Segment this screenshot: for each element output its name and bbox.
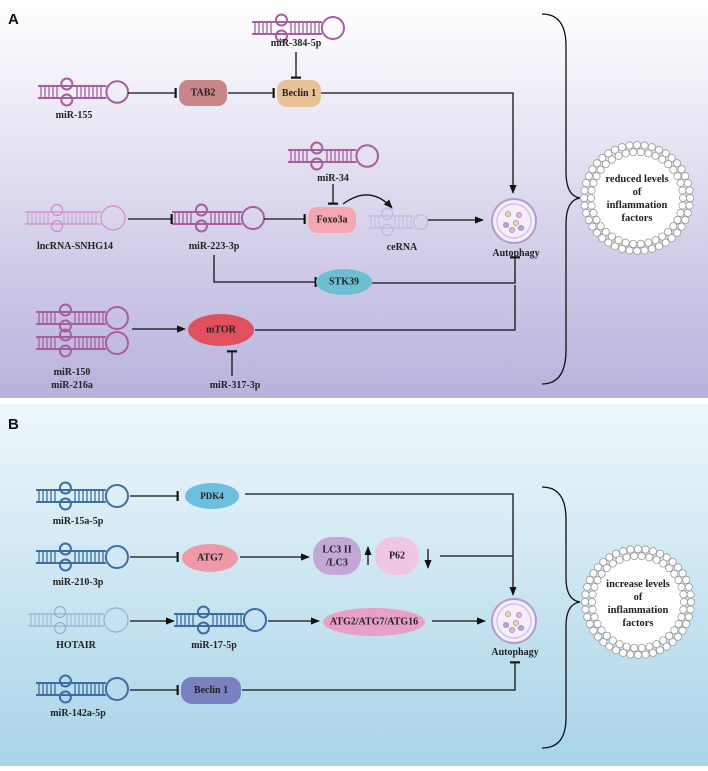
label-autophagy-a: Autophagy — [492, 248, 539, 259]
mirna-210-hairpin — [36, 542, 129, 572]
node-pdk4-label: PDK4 — [200, 491, 224, 501]
outcome-b-line4: factors — [623, 618, 654, 629]
autophagosome-b-icon — [491, 598, 537, 644]
panel-a-letter: A — [8, 11, 19, 28]
mirna-155-hairpin — [38, 77, 129, 107]
mirna-15a-hairpin — [36, 481, 129, 511]
label-mir-384-5p: miR-384-5p — [271, 38, 322, 49]
edge-foxo3a-cerna — [342, 194, 393, 209]
outcome-a-line1: reduced levels — [605, 174, 668, 185]
brace-b — [541, 486, 581, 749]
node-lc3-label-line1: LC3 II — [322, 545, 351, 556]
node-lc3 — [313, 537, 361, 575]
node-stk39-label: STK39 — [329, 277, 359, 288]
node-foxo3a-label: Foxo3a — [316, 215, 347, 226]
node-tab2 — [179, 80, 227, 106]
label-mir-150: miR-150 — [54, 367, 91, 378]
label-mir-317-3p: miR-317-3p — [210, 380, 261, 391]
panel-b-letter: B — [8, 416, 19, 433]
cerna-hairpin — [368, 207, 429, 237]
node-lc3-label-line2: /LC3 — [325, 558, 348, 569]
node-p62-label: P62 — [389, 551, 405, 562]
outcome-b-line2: of — [634, 592, 643, 603]
label-mir-216a: miR-216a — [51, 380, 93, 391]
label-mir-15a-5p: miR-15a-5p — [53, 516, 104, 527]
node-atg-combo-label: ATG2/ATG7/ATG16 — [330, 617, 418, 628]
outcome-a-line4: factors — [622, 213, 653, 224]
edge-mir223-stk39 — [213, 255, 317, 287]
node-mtor — [188, 314, 254, 346]
label-autophagy-b: Autophagy — [491, 647, 538, 658]
label-mir-142a-5p: miR-142a-5p — [50, 708, 106, 719]
mirna-223-hairpin — [172, 203, 266, 233]
node-tab2-label: TAB2 — [191, 88, 216, 99]
node-atg-combo — [323, 608, 425, 636]
node-atg7 — [182, 544, 238, 572]
node-foxo3a — [308, 207, 356, 233]
mirna-34-hairpin — [288, 141, 380, 171]
node-beclin1-b-label: Beclin 1 — [194, 685, 228, 696]
node-mtor-label: mTOR — [206, 325, 237, 336]
label-lncrna-snhg14: lncRNA-SNHG14 — [37, 241, 113, 252]
node-p62 — [375, 537, 419, 575]
edge-beclin1-autophagy — [320, 92, 517, 194]
label-mir-210-3p: miR-210-3p — [53, 577, 104, 588]
node-stk39 — [316, 269, 372, 295]
label-mir-223-3p: miR-223-3p — [189, 241, 240, 252]
label-cerna: ceRNA — [387, 242, 418, 253]
mirna-150-hairpin — [36, 303, 129, 333]
outcome-a-circle — [580, 140, 695, 255]
mirna-17-hairpin — [174, 605, 268, 635]
edge-mtor-autophagy — [255, 285, 516, 331]
label-mir-34: miR-34 — [317, 173, 349, 184]
mirna-142a-hairpin — [36, 674, 129, 704]
autophagosome-a-icon — [491, 198, 537, 244]
edge-stk39-autophagy — [372, 256, 520, 284]
outcome-b-line1: increase levels — [606, 579, 670, 590]
node-beclin1-b — [181, 677, 241, 704]
label-hotair: HOTAIR — [56, 640, 97, 651]
lncrna-snhg14-hairpin — [25, 203, 126, 233]
edge-beclin1-autophagy-b — [242, 661, 520, 691]
node-beclin1-a-label: Beclin 1 — [282, 88, 316, 99]
label-mir-17-5p: miR-17-5p — [191, 640, 237, 651]
mirna-216a-hairpin — [36, 328, 129, 358]
hotair-hairpin — [28, 605, 129, 635]
node-beclin1-a — [277, 80, 321, 107]
brace-a — [541, 13, 581, 385]
outcome-a-line3: inflammation — [607, 200, 668, 211]
node-atg7-label: ATG7 — [197, 553, 223, 564]
mirna-384-hairpin — [252, 13, 345, 43]
edge-pdk4-autophagy — [245, 493, 517, 596]
node-pdk4 — [185, 483, 239, 509]
label-mir-155: miR-155 — [56, 110, 93, 121]
outcome-b-line3: inflammation — [608, 605, 669, 616]
outcome-a-line2: of — [633, 187, 642, 198]
outcome-b-circle — [581, 545, 696, 660]
